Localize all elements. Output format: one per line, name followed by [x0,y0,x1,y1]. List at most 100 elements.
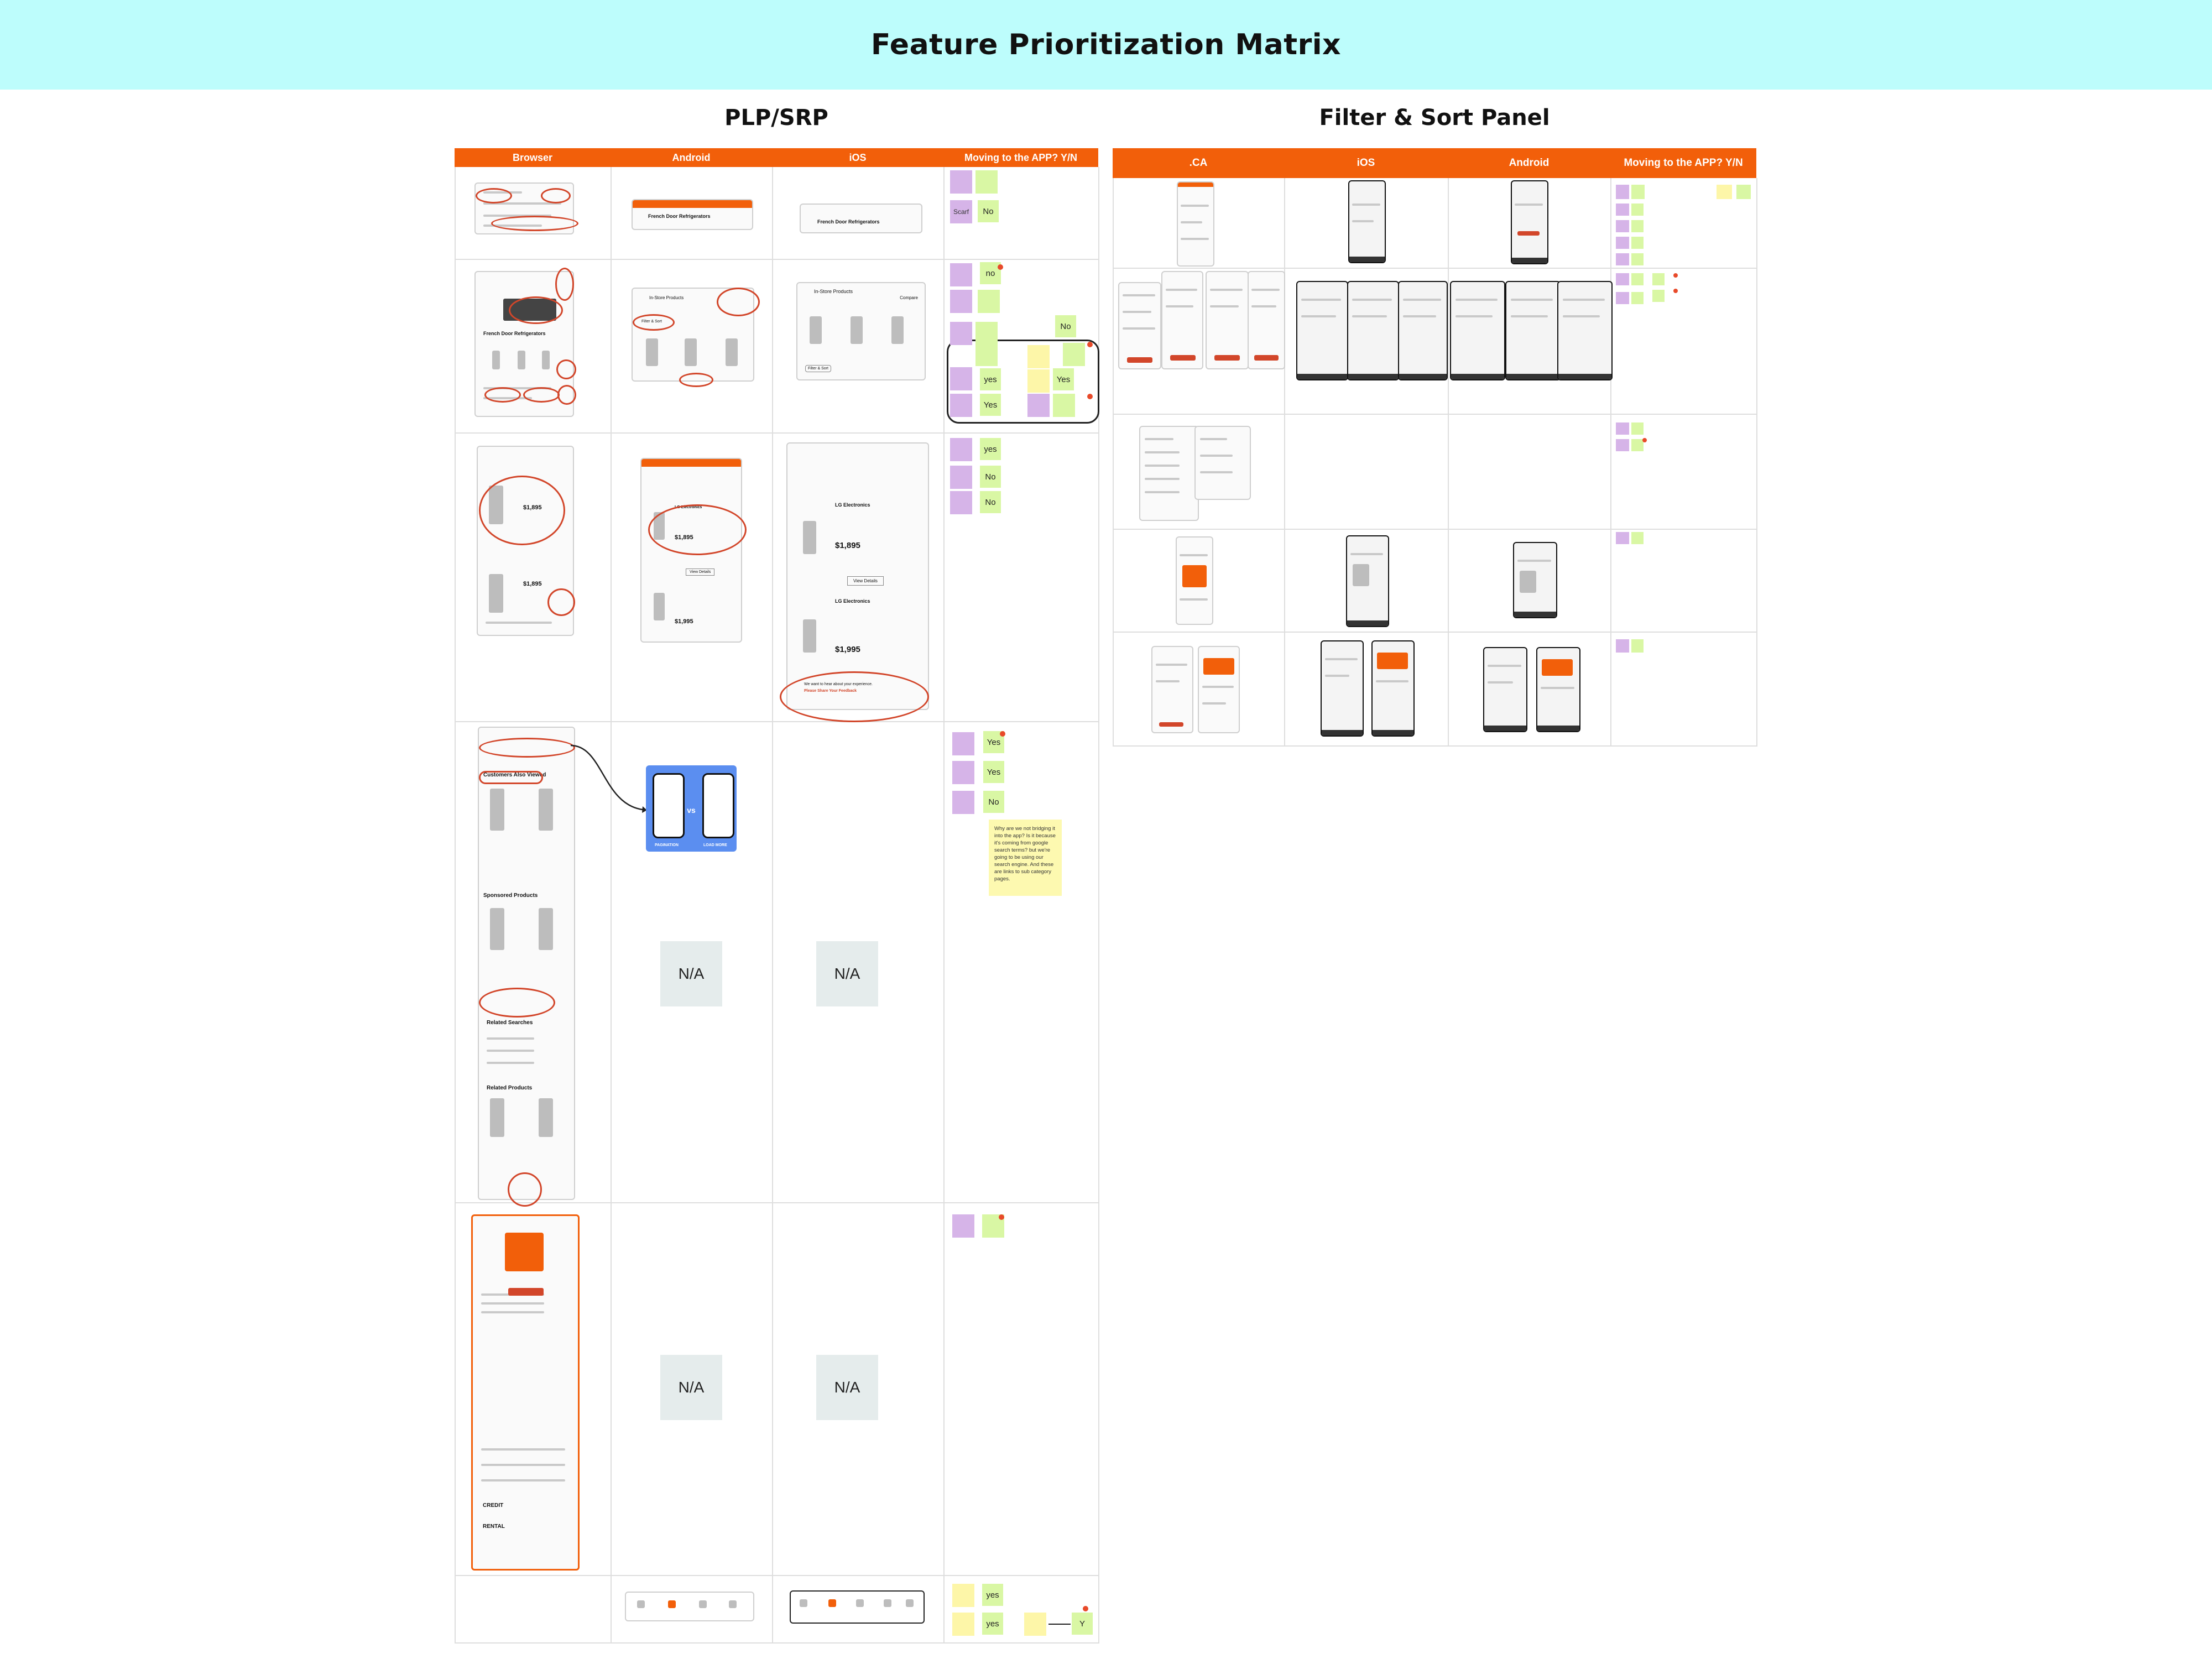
comment-marker [1087,394,1093,399]
android-filter-screenshot [1511,180,1548,264]
android-sort-screenshot-3 [1557,281,1613,380]
sticky-note [950,438,972,461]
sticky-note [1027,369,1050,393]
filter-col-ios: iOS [1284,148,1448,178]
highlight-circle [479,476,565,545]
highlight-circle [541,188,571,204]
decision-row2-d: Yes [1053,368,1074,390]
sponsored-products: Sponsored Products [483,893,538,899]
sticky-note [1717,185,1732,199]
grid-line [455,259,1099,260]
grid-line [1284,178,1285,747]
ios-sort-screenshot-1 [1296,281,1348,380]
ca-sort-screenshot-2 [1161,271,1203,369]
comment-marker [1087,342,1093,347]
sticky-note [1631,273,1644,285]
highlight-circle [557,385,576,405]
highlight-circle [479,738,575,758]
highlight-circle [508,1172,542,1207]
decision-row4-c: No [983,791,1004,813]
ios-price-a: $1,895 [835,541,860,550]
pagination-label: PAGINATION [655,843,679,847]
ca-product-screenshot [1176,536,1213,625]
grid-line [455,1642,1099,1644]
sticky-note [1024,1613,1046,1636]
grid-line [943,167,945,1644]
grid-line [1610,178,1611,747]
plp-col-moving: Moving to the APP? Y/N [943,148,1098,167]
highlight-circle [717,288,760,316]
ios-applied-screenshot-1 [1321,640,1364,737]
sticky-note [950,263,972,286]
decision-row2-c: yes [980,368,1001,390]
highlight-circle [479,771,543,784]
browser-footer-screenshot: CREDIT RENTAL [471,1214,580,1571]
sticky-note [950,394,972,417]
comment-marker [998,264,1003,270]
grid-line [1113,268,1757,269]
sticky-note [952,761,974,784]
browser-price-b: $1,895 [523,581,542,587]
filter-section-title: Filter & Sort Panel [1319,105,1550,131]
grid-line [1113,529,1757,530]
ios-header-screenshot: French Door Refrigerators [800,204,922,233]
na-box-android-row4: N/A [660,941,722,1006]
ios-price-b: $1,995 [835,645,860,654]
grid-line [1098,167,1099,1644]
sticky-note [1063,343,1085,366]
ios-sort-screenshot-2 [1347,281,1399,380]
sticky-note [950,367,972,390]
ios-header-title: French Door Refrigerators [817,219,880,225]
comment-marker [1673,289,1678,293]
load-more-label: LOAD MORE [703,843,727,847]
sticky-note [1616,439,1629,451]
comment-marker [1642,438,1647,442]
android-sort-screenshot-1 [1450,281,1505,380]
ca-refine-screenshot-1 [1139,426,1199,521]
sticky-note [1616,292,1629,304]
sticky-note [1631,292,1644,304]
connector-arrow [570,744,647,813]
ios-applied-screenshot-2 [1371,640,1415,737]
filter-col-android: Android [1448,148,1610,178]
highlight-circle [547,588,575,616]
sticky-note [952,732,974,755]
sticky-note [1631,185,1645,199]
sticky-note [1616,253,1629,265]
highlight-circle [523,387,560,403]
ios-in-store: In-Store Products [814,289,853,294]
sticky-note [950,466,972,489]
android-product-screenshot [1513,542,1557,618]
browser-plp-bottom-screenshot: Customers Also Viewed Sponsored Products… [478,727,575,1200]
grid-line [1113,745,1757,747]
grid-line [455,1575,1099,1576]
sticky-note [978,290,1000,313]
sticky-note [1631,422,1644,435]
grid-line [455,167,456,1644]
filter-col-ca: .CA [1113,148,1284,178]
sticky-note [1631,532,1644,544]
vs-label: vs [687,806,696,815]
android-header-screenshot: French Door Refrigerators [632,199,753,230]
ios-product-screenshot [1346,535,1389,627]
grid-line [1113,632,1757,633]
customers-also-viewed: Customers Also Viewed [483,772,546,778]
ios-bottom-nav-screenshot [790,1590,925,1624]
sticky-note [1616,185,1629,199]
sticky-note [952,1214,974,1238]
decision-row2-b: No [1055,315,1076,337]
decision-row4-b: Yes [983,761,1004,783]
decision-row3-c: No [980,491,1001,513]
ios-filter-screenshot [1348,180,1386,263]
sticky-note [1631,253,1644,265]
grid-line [1113,178,1114,747]
grid-line [611,167,612,1644]
pagination-vs-loadmore-card: vs PAGINATION LOAD MORE [646,765,737,852]
ios-filter-sort: Filter & Sort [805,365,831,372]
ca-refine-screenshot-2 [1194,426,1251,500]
ios-compare: Compare [900,295,918,300]
highlight-circle [491,216,578,231]
sticky-note [1631,204,1644,216]
sticky-note [975,322,998,345]
grid-line [455,432,1099,434]
